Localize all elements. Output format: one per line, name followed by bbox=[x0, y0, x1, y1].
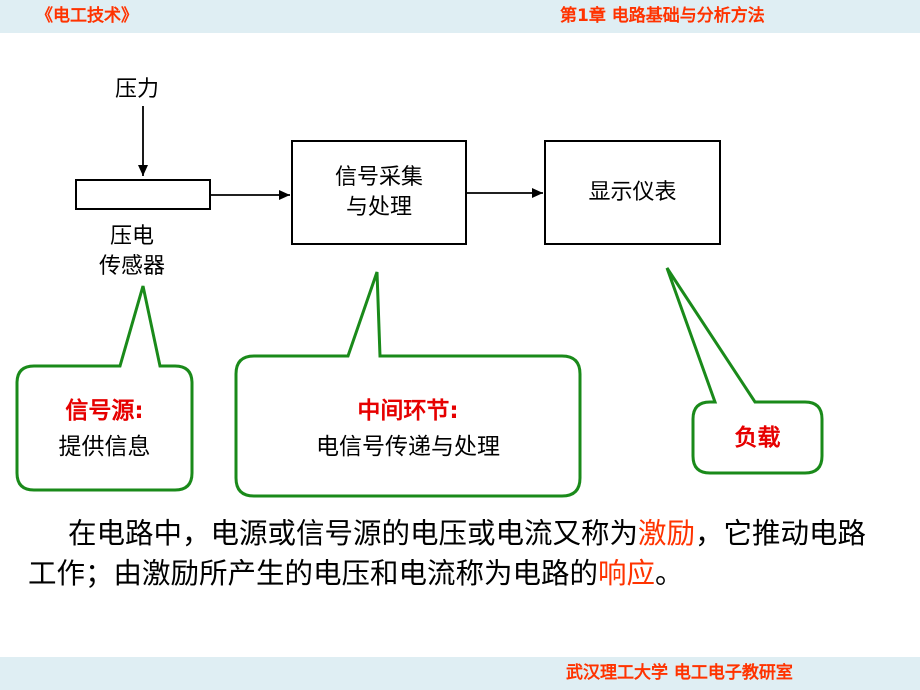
processing-box: 信号采集 与处理 bbox=[291, 140, 467, 245]
term-response: 响应 bbox=[598, 557, 656, 590]
term-excitation: 激励 bbox=[638, 517, 696, 550]
paragraph-part3: 。 bbox=[655, 557, 684, 590]
header-band: 《电工技术》 第1章 电路基础与分析方法 bbox=[0, 0, 920, 33]
middle-callout-text: 中间环节: 电信号传递与处理 bbox=[236, 393, 580, 465]
explanation-paragraph: 在电路中，电源或信号源的电压或电流又称为激励，它推动电路工作；由激励所产生的电压… bbox=[28, 514, 888, 594]
load-callout-shape bbox=[665, 267, 824, 475]
source-callout-shape bbox=[15, 285, 194, 492]
paragraph-part2: ，它推动电路工作；由激励所产生的电压和电流称为电路的 bbox=[28, 517, 867, 590]
institution-label: 武汉理工大学 电工电子教研室 bbox=[566, 663, 793, 683]
piezo-sensor-shape bbox=[75, 179, 211, 210]
processing-box-line1: 信号采集 bbox=[334, 164, 423, 190]
display-box: 显示仪表 bbox=[544, 140, 721, 245]
sensor-label-line2: 传感器 bbox=[99, 254, 166, 279]
display-box-label: 显示仪表 bbox=[588, 179, 677, 205]
sensor-label-line1: 压电 bbox=[110, 224, 155, 249]
middle-callout-title: 中间环节: bbox=[357, 398, 459, 424]
paragraph-part1: 在电路中，电源或信号源的电压或电流又称为 bbox=[68, 517, 639, 550]
processing-box-line2: 与处理 bbox=[345, 194, 412, 220]
footer-band: 武汉理工大学 电工电子教研室 bbox=[0, 657, 920, 690]
chapter-title: 第1章 电路基础与分析方法 bbox=[560, 6, 765, 26]
load-callout-text: 负载 bbox=[693, 420, 822, 456]
source-callout-text: 信号源: 提供信息 bbox=[17, 393, 192, 465]
middle-callout-desc: 电信号传递与处理 bbox=[316, 434, 500, 460]
pressure-label: 压力 bbox=[115, 77, 160, 102]
source-callout-title: 信号源: bbox=[65, 398, 144, 424]
load-callout-title: 负载 bbox=[734, 425, 781, 451]
source-callout-desc: 提供信息 bbox=[58, 434, 151, 460]
middle-callout-shape bbox=[234, 271, 582, 498]
course-title: 《电工技术》 bbox=[36, 6, 138, 26]
